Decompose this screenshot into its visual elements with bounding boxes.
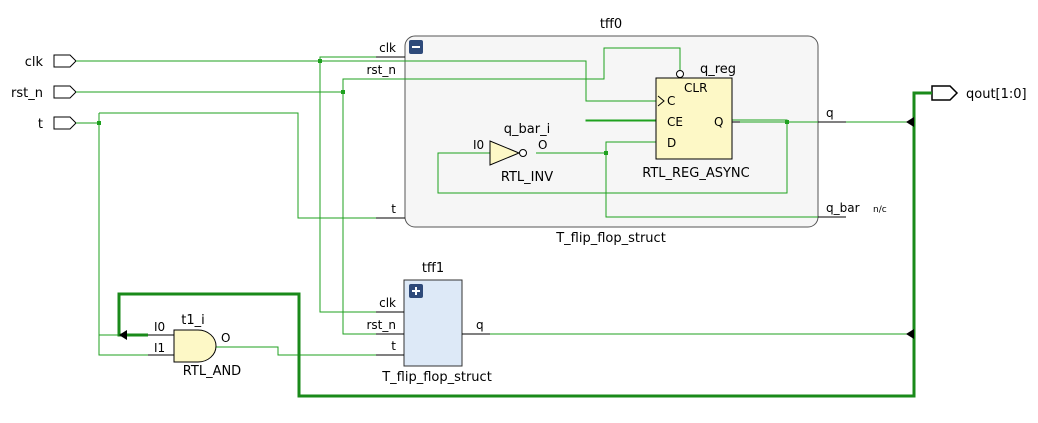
q_reg-register[interactable]: q_reg RTL_REG_ASYNC CLR C CE D Q <box>642 62 749 181</box>
t1_i-pin-i0: I0 <box>154 320 165 334</box>
tff0-pin-q: q <box>826 106 834 120</box>
tff1-module-label: T_flip_flop_struct <box>381 370 492 385</box>
net-q_bar[interactable] <box>536 141 818 218</box>
tff0-module-label: T_flip_flop_struct <box>555 231 666 246</box>
minus-icon <box>412 46 420 48</box>
tff1-pin-t: t <box>391 339 396 353</box>
q_bar_i-type-label: RTL_INV <box>501 170 553 185</box>
port-clk[interactable]: clk <box>25 54 77 70</box>
tff1-pin-q: q <box>476 318 484 332</box>
tff1-pin-rst_n: rst_n <box>367 318 397 332</box>
port-rst_n-label: rst_n <box>11 86 43 101</box>
port-qout[interactable]: qout[1:0] <box>931 85 1027 102</box>
t1_i-instance-label: t1_i <box>181 313 204 328</box>
tff1-pin-clk: clk <box>379 296 396 310</box>
bus-ripper-q0 <box>906 117 914 127</box>
tff0-q_bar-nc: n/c <box>873 205 887 215</box>
q_reg-pin-ce: CE <box>667 115 683 129</box>
port-t-label: t <box>38 117 43 132</box>
tff0-pin-rst_n: rst_n <box>367 63 397 77</box>
tff0-block[interactable]: tff0 T_flip_flop_struct <box>404 17 819 246</box>
port-t[interactable]: t <box>38 116 77 132</box>
t1_i-pin-i1: I1 <box>154 341 165 355</box>
q_reg-pin-clr: CLR <box>684 81 707 95</box>
q_reg-pin-c: C <box>667 94 675 108</box>
port-qout-label: qout[1:0] <box>966 87 1027 102</box>
net-t[interactable] <box>76 112 376 356</box>
q_bar_i-pin-o: O <box>538 138 547 152</box>
net-t1[interactable] <box>216 346 376 356</box>
net-clk[interactable] <box>76 56 656 313</box>
net-q0[interactable] <box>437 119 908 194</box>
bus-ripper-and <box>119 330 127 340</box>
tff0-pin-t: t <box>391 202 396 216</box>
tff1-instance-label: tff1 <box>422 261 444 276</box>
tff0-collapse-button[interactable] <box>409 40 423 54</box>
bus-ripper-q1 <box>906 329 914 339</box>
port-clk-label: clk <box>25 55 44 70</box>
q_bar_i-instance-label: q_bar_i <box>504 122 550 137</box>
q_reg-type-label: RTL_REG_ASYNC <box>642 166 749 181</box>
q_bar_i-pin-i0: I0 <box>473 138 484 152</box>
t1_i-pin-o: O <box>221 331 230 345</box>
tff0-pin-clk: clk <box>379 41 396 55</box>
q_reg-instance-label: q_reg <box>700 62 736 77</box>
t1_i-type-label: RTL_AND <box>183 364 241 379</box>
q_reg-pin-d: D <box>667 136 676 150</box>
port-rst_n[interactable]: rst_n <box>11 85 77 101</box>
q_bar_i-inverter[interactable]: q_bar_i RTL_INV I0 O <box>473 122 553 185</box>
tff0-instance-label: tff0 <box>600 17 622 32</box>
q_reg-pin-q: Q <box>714 115 723 129</box>
tff1-expand-button[interactable] <box>409 284 423 298</box>
tff1-block[interactable]: tff1 T_flip_flop_struct clk rst_n t q <box>367 261 492 385</box>
t1_i-and-gate[interactable]: t1_i RTL_AND I0 I1 O <box>148 313 241 379</box>
tff0-pin-q_bar: q_bar <box>826 201 860 215</box>
tff0-frame[interactable] <box>404 35 819 228</box>
net-rst_n[interactable] <box>76 47 681 335</box>
net-qout-bus[interactable] <box>117 91 932 398</box>
